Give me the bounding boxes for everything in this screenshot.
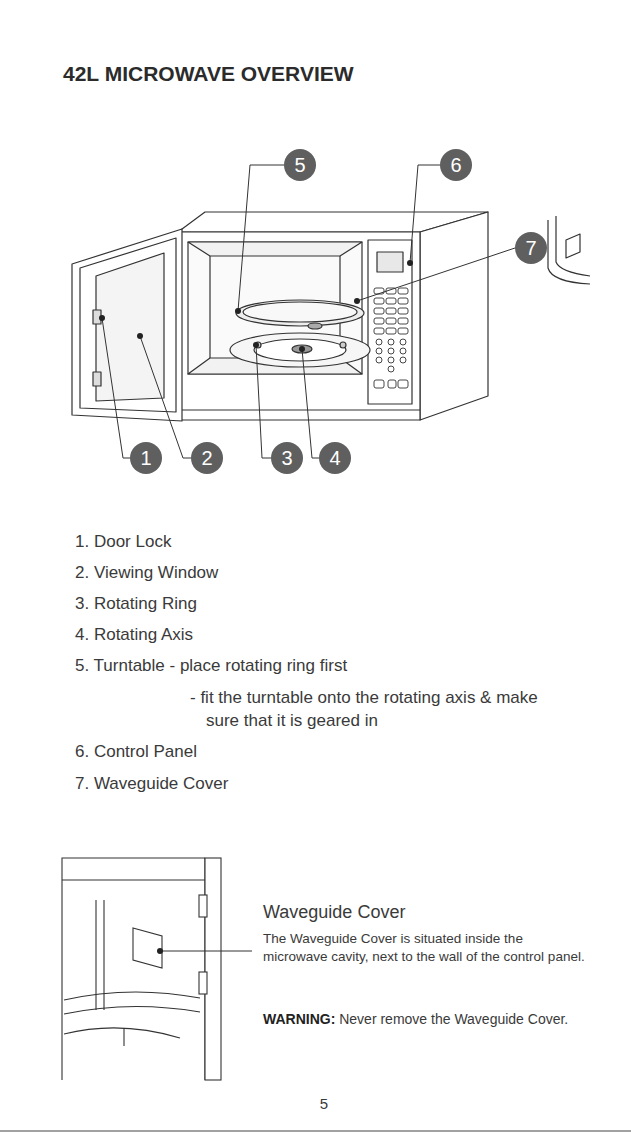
callout-number: 5 (284, 149, 316, 181)
turntable-inner (243, 302, 357, 322)
inset-edge (556, 216, 590, 276)
leader-line (160, 951, 252, 952)
cavity (188, 242, 362, 374)
viewing-window (96, 253, 164, 401)
rotating-axis (292, 345, 312, 353)
part-list-item: 2. Viewing Window (75, 562, 475, 584)
leader-lines (102, 165, 515, 458)
page-number: 5 (309, 1094, 339, 1114)
part-list-note: - fit the turntable onto the rotating ax… (190, 686, 566, 732)
cutaway-illustration (62, 858, 221, 1080)
warning-label: WARNING: (263, 1011, 335, 1027)
turntable (236, 300, 364, 326)
panel-buttons (374, 288, 408, 388)
part-list-item: 1. Door Lock (75, 531, 475, 553)
page-title: 42L MICROWAVE OVERVIEW (63, 61, 354, 87)
part-list-item: 6. Control Panel (75, 741, 475, 763)
inset-edge (548, 220, 590, 284)
callout-text: 3 (281, 448, 292, 468)
callout-body: The Waveguide Cover is situated inside t… (263, 930, 585, 966)
door-frame (80, 238, 176, 412)
coupler (308, 323, 322, 329)
leader-dots (99, 260, 413, 352)
callout-text: 4 (329, 448, 340, 468)
callout-number: 3 (271, 442, 303, 474)
page-rule (0, 1130, 631, 1131)
cavity-edge (209, 256, 210, 358)
callout-text: 5 (294, 155, 305, 175)
callout-number: 7 (515, 232, 547, 264)
callout-number: 4 (319, 442, 351, 474)
callout-text: 6 (450, 155, 461, 175)
control-panel (368, 240, 412, 404)
door (72, 229, 182, 421)
inset-waveguide (566, 234, 580, 258)
warning-note: WARNING: Never remove the Waveguide Cove… (263, 1010, 585, 1029)
rotating-ring (230, 333, 370, 367)
cavity-top (188, 242, 362, 256)
callout-number: 1 (130, 442, 162, 474)
leader-dot (157, 948, 163, 954)
callout-number: 6 (440, 149, 472, 181)
rotating-ring-inner (254, 339, 346, 361)
display (377, 252, 403, 272)
part-list-item: 7. Waveguide Cover (75, 773, 475, 795)
callout-number: 2 (191, 442, 223, 474)
part-list-item: 3. Rotating Ring (75, 593, 475, 615)
callout-text: 2 (201, 448, 212, 468)
microwave-front (178, 232, 420, 420)
callout-text: 7 (525, 238, 536, 258)
callout-text: 1 (140, 448, 151, 468)
part-list-item: 4. Rotating Axis (75, 624, 475, 646)
callout-heading: Waveguide Cover (263, 901, 593, 923)
roller (340, 342, 346, 348)
microwave-side (420, 212, 488, 420)
warning-text: Never remove the Waveguide Cover. (339, 1011, 568, 1027)
door-latch (93, 372, 101, 386)
part-list-item: 5. Turntable - place rotating ring first (75, 655, 535, 677)
base-line (178, 409, 420, 410)
